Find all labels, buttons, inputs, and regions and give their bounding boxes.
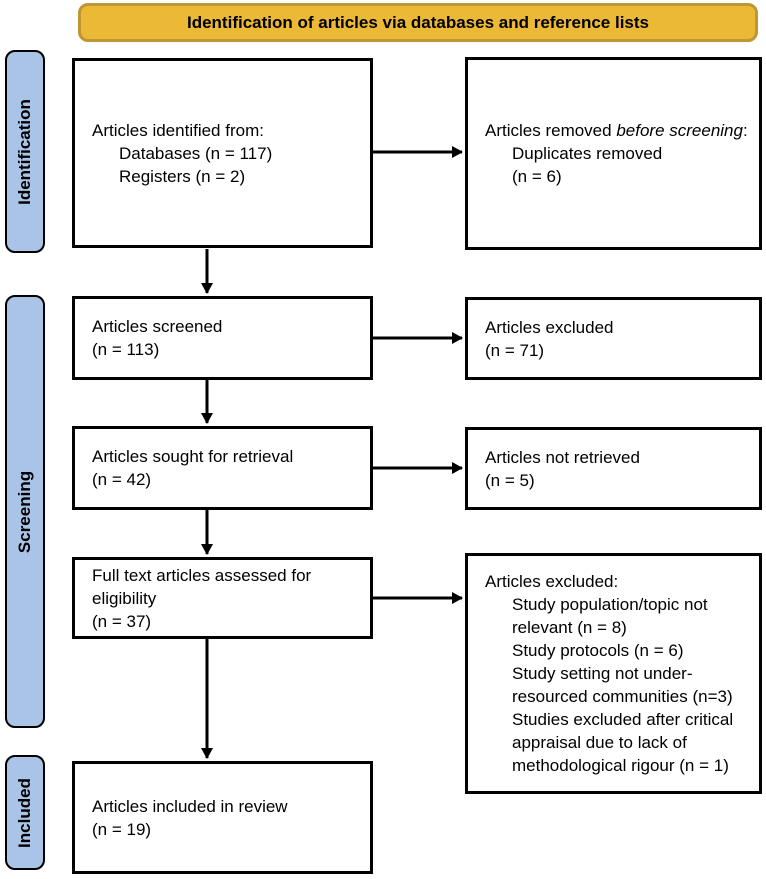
- box-articles-screened: Articles screened (n = 113): [72, 296, 373, 380]
- box-articles-not-retrieved-text: Articles not retrieved (n = 5): [485, 447, 640, 490]
- banner-title: Identification of articles via databases…: [186, 12, 649, 32]
- removed-heading-suffix: :: [742, 121, 748, 140]
- stage-label-identification: Identification: [15, 98, 34, 205]
- box-articles-removed-heading: Articles removed before screening:: [485, 119, 749, 142]
- box-articles-included-text: Articles included in review (n = 19): [92, 796, 288, 839]
- box-articles-screened-text: Articles screened (n = 113): [92, 317, 223, 359]
- box-articles-identified-item-registers: Registers (n = 2): [119, 166, 246, 186]
- box-fulltext-assessed: Full text articles assessed for eligibil…: [72, 557, 373, 639]
- box-articles-removed-item-duplicates: Duplicates removed (n = 6): [512, 144, 663, 186]
- box-articles-included: Articles included in review (n = 19): [72, 761, 373, 874]
- excluded-reason-setting: Study setting not under- resourced commu…: [512, 664, 733, 706]
- box-articles-sought: Articles sought for retrieval (n = 42): [72, 426, 373, 510]
- stage-bar-screening: Screening: [5, 295, 45, 728]
- box-fulltext-assessed-text: Full text articles assessed for eligibil…: [92, 565, 312, 631]
- box-articles-excluded-fulltext-heading: Articles excluded:: [485, 572, 619, 591]
- excluded-reason-population: Study population/topic not relevant (n =…: [512, 595, 708, 637]
- box-articles-not-retrieved: Articles not retrieved (n = 5): [465, 427, 762, 510]
- stage-bar-included: Included: [5, 755, 45, 870]
- stage-label-included: Included: [15, 777, 34, 848]
- box-articles-sought-text: Articles sought for retrieval (n = 42): [92, 447, 294, 489]
- box-articles-removed: Articles removed before screening: Dupli…: [465, 57, 762, 250]
- banner: Identification of articles via databases…: [78, 3, 758, 42]
- box-articles-excluded-screening-text: Articles excluded (n = 71): [485, 317, 614, 360]
- stage-label-screening: Screening: [15, 470, 34, 553]
- removed-heading-prefix: Articles removed: [485, 121, 617, 140]
- stage-bar-identification: Identification: [5, 50, 45, 253]
- excluded-reason-protocols: Study protocols (n = 6): [512, 641, 684, 660]
- box-articles-identified: Articles identified from: Databases (n =…: [72, 58, 373, 248]
- box-articles-identified-heading: Articles identified from:: [92, 120, 264, 140]
- box-articles-excluded-screening: Articles excluded (n = 71): [465, 297, 762, 380]
- excluded-reason-appraisal: Studies excluded after critical appraisa…: [512, 710, 734, 775]
- removed-heading-italic: before screening: [616, 121, 743, 140]
- box-articles-excluded-fulltext: Articles excluded: Study population/topi…: [465, 553, 762, 794]
- box-articles-identified-item-databases: Databases (n = 117): [119, 143, 273, 163]
